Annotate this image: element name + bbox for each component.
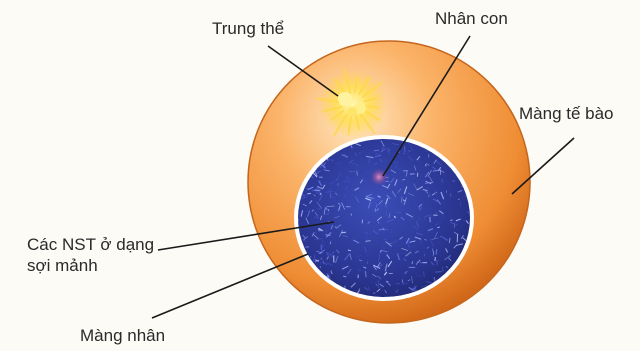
label-nuclear-membrane: Màng nhân <box>80 325 165 346</box>
nucleolus <box>370 168 388 186</box>
leader-line-nuclear-membrane <box>152 254 308 318</box>
label-nucleolus: Nhân con <box>435 8 508 29</box>
label-chromosomes-line1: Các NST ở dạng <box>27 234 154 255</box>
label-centrosome: Trung thể <box>212 18 284 39</box>
label-cell-membrane: Màng tế bào <box>519 103 614 124</box>
label-chromosomes-line2: sợi mảnh <box>27 255 154 276</box>
label-chromosomes: Các NST ở dạng sợi mảnh <box>27 234 154 276</box>
